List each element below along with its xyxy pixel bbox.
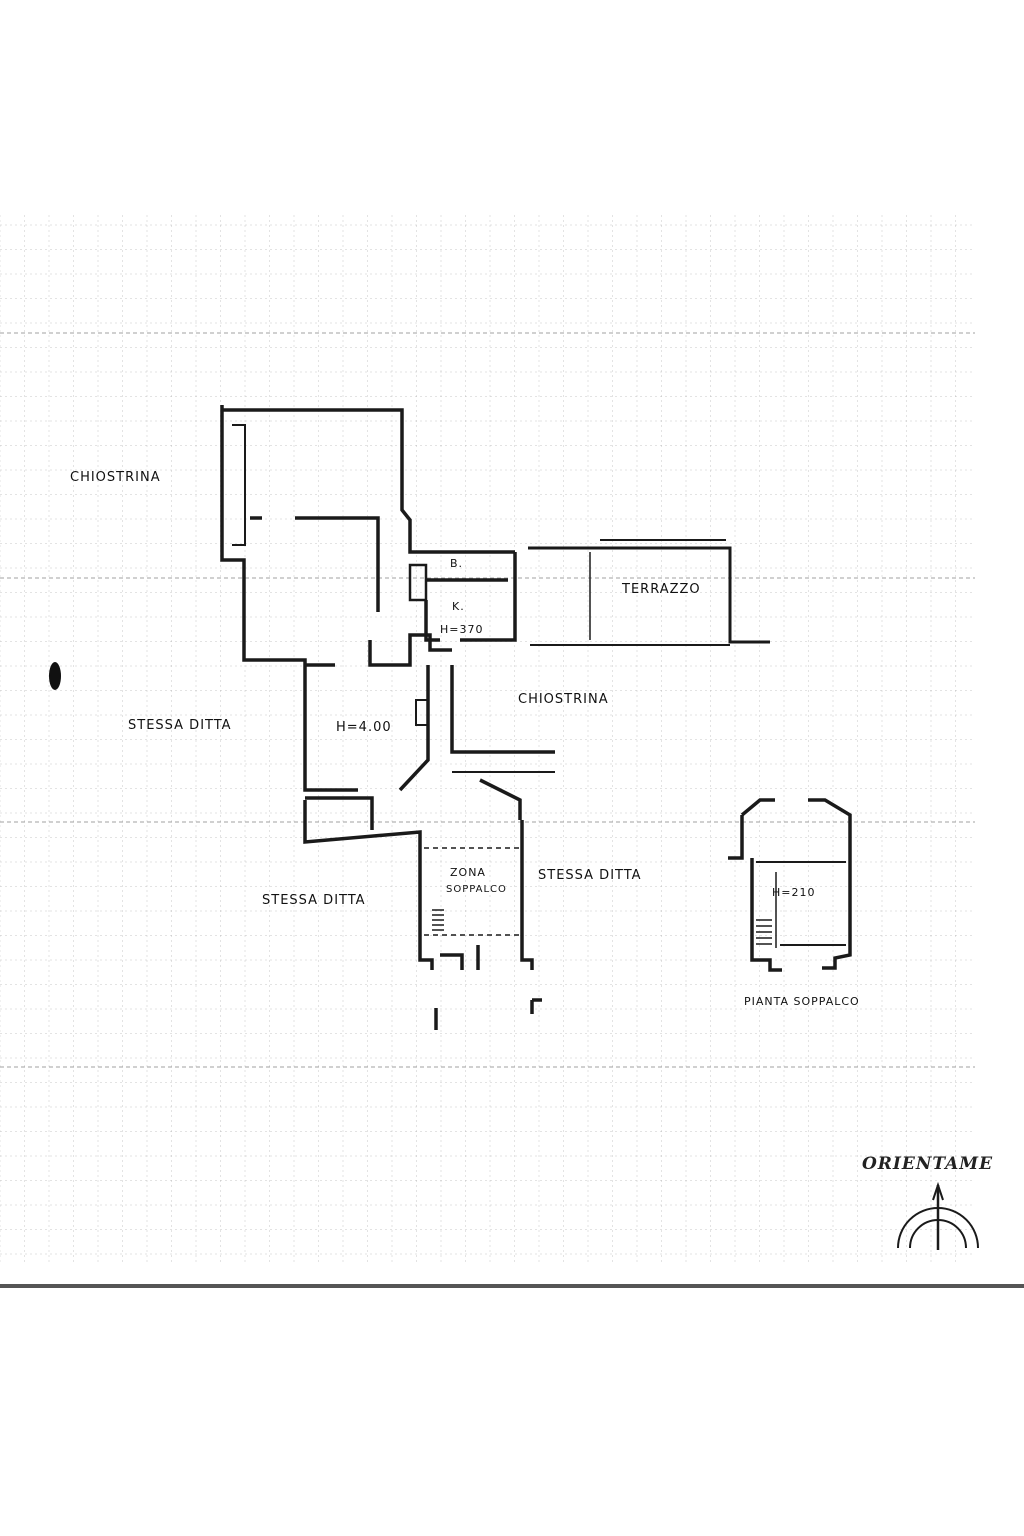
- floor-plan-walls: [220, 405, 852, 1030]
- north-compass-icon: [897, 1181, 979, 1250]
- wall-kitchen-right: [460, 552, 517, 642]
- mezzanine-zone-dashed: [424, 847, 520, 936]
- label-stessa-ditta-right: STESSA DITTA: [538, 868, 642, 883]
- label-stessa-ditta-bottom: STESSA DITTA: [262, 893, 366, 908]
- wall-mid-core: [368, 633, 452, 667]
- wall-upper-room-top: [222, 408, 515, 554]
- label-chiostrina-top: CHIOSTRINA: [70, 470, 161, 485]
- wall-lower-cross: [440, 953, 464, 970]
- wall-lower-top-right: [479, 778, 522, 820]
- label-orientamento: ORIENTAME: [862, 1154, 994, 1174]
- label-pianta-soppalco: PIANTA SOPPALCO: [744, 995, 860, 1008]
- wall-upper-room: [220, 405, 358, 792]
- label-chiostrina-mid: CHIOSTRINA: [518, 692, 609, 707]
- stairs-icon-mezzanine: [756, 919, 772, 945]
- stairs-icon-lower: [432, 909, 444, 931]
- wall-window-left: [232, 424, 246, 546]
- wall-mezzanine: [740, 798, 852, 970]
- label-room-height: H=4.00: [336, 720, 392, 735]
- wall-lower-room: [303, 800, 434, 970]
- label-kitchen-height: H=370: [440, 623, 484, 636]
- label-stessa-ditta-left: STESSA DITTA: [128, 718, 232, 733]
- wall-kitchen-bottom: [424, 600, 440, 642]
- wall-terrace: [528, 546, 770, 644]
- wall-stub-right: [530, 998, 542, 1014]
- ink-blot: [49, 662, 61, 690]
- wall-middle-inner: [398, 665, 430, 792]
- wall-core: [408, 563, 428, 602]
- label-zona-soppalco-1: ZONA: [450, 866, 486, 879]
- label-terrazzo: TERRAZZO: [622, 582, 701, 597]
- wall-inner-partition: [295, 516, 380, 612]
- label-bathroom: B.: [450, 557, 464, 570]
- wall-mezzanine-left: [728, 815, 782, 972]
- wall-middle-notch: [415, 699, 429, 726]
- scan-bottom-edge: [0, 1284, 1024, 1288]
- label-zona-soppalco-2: SOPPALCO: [446, 884, 507, 895]
- label-soppalco-height: H=210: [772, 886, 816, 899]
- label-kitchen: K.: [452, 600, 465, 613]
- graph-paper-grid: [0, 215, 975, 1262]
- wall-lower-right: [520, 820, 534, 970]
- wall-middle-right: [450, 665, 555, 754]
- wall-lower-top: [305, 796, 374, 830]
- mezzanine-zone-marks: [424, 847, 772, 945]
